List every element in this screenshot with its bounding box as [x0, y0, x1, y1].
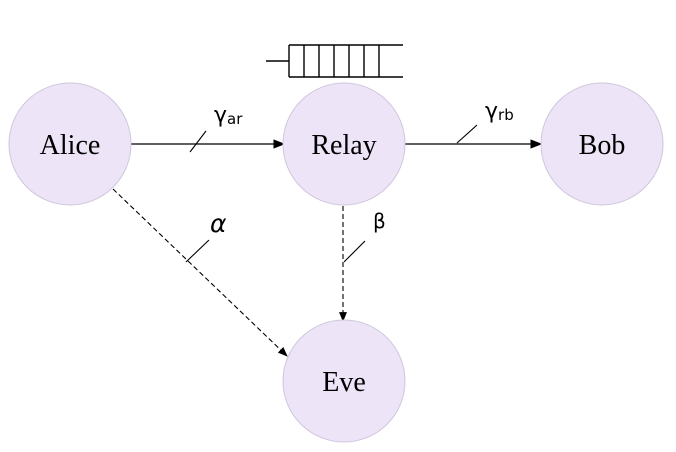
svg-text:γar: γar: [214, 103, 243, 128]
node-bob: Bob: [540, 82, 664, 206]
edge-relay-bob: γrb: [404, 99, 543, 149]
svg-text:γrb: γrb: [485, 99, 514, 124]
edge-alice-eve: α: [112, 188, 288, 357]
alpha-label: α: [210, 209, 227, 238]
gamma-ar-symbol: γ: [214, 103, 227, 128]
edge-relay-eve: β: [339, 206, 386, 322]
gamma-rb-subscript: rb: [498, 106, 514, 124]
node-eve: Eve: [282, 319, 406, 443]
eve-label: Eve: [322, 367, 366, 398]
node-alice: Alice: [8, 82, 132, 206]
queue-buffer-icon: [266, 44, 403, 78]
node-relay: Relay: [282, 82, 406, 206]
gamma-rb-symbol: γ: [485, 99, 498, 124]
beta-label: β: [373, 209, 386, 233]
edge-alice-relay: γar: [130, 103, 286, 153]
alice-label: Alice: [40, 130, 101, 161]
gamma-ar-subscript: ar: [227, 110, 243, 128]
relay-label: Relay: [311, 130, 376, 161]
bob-label: Bob: [579, 130, 626, 161]
